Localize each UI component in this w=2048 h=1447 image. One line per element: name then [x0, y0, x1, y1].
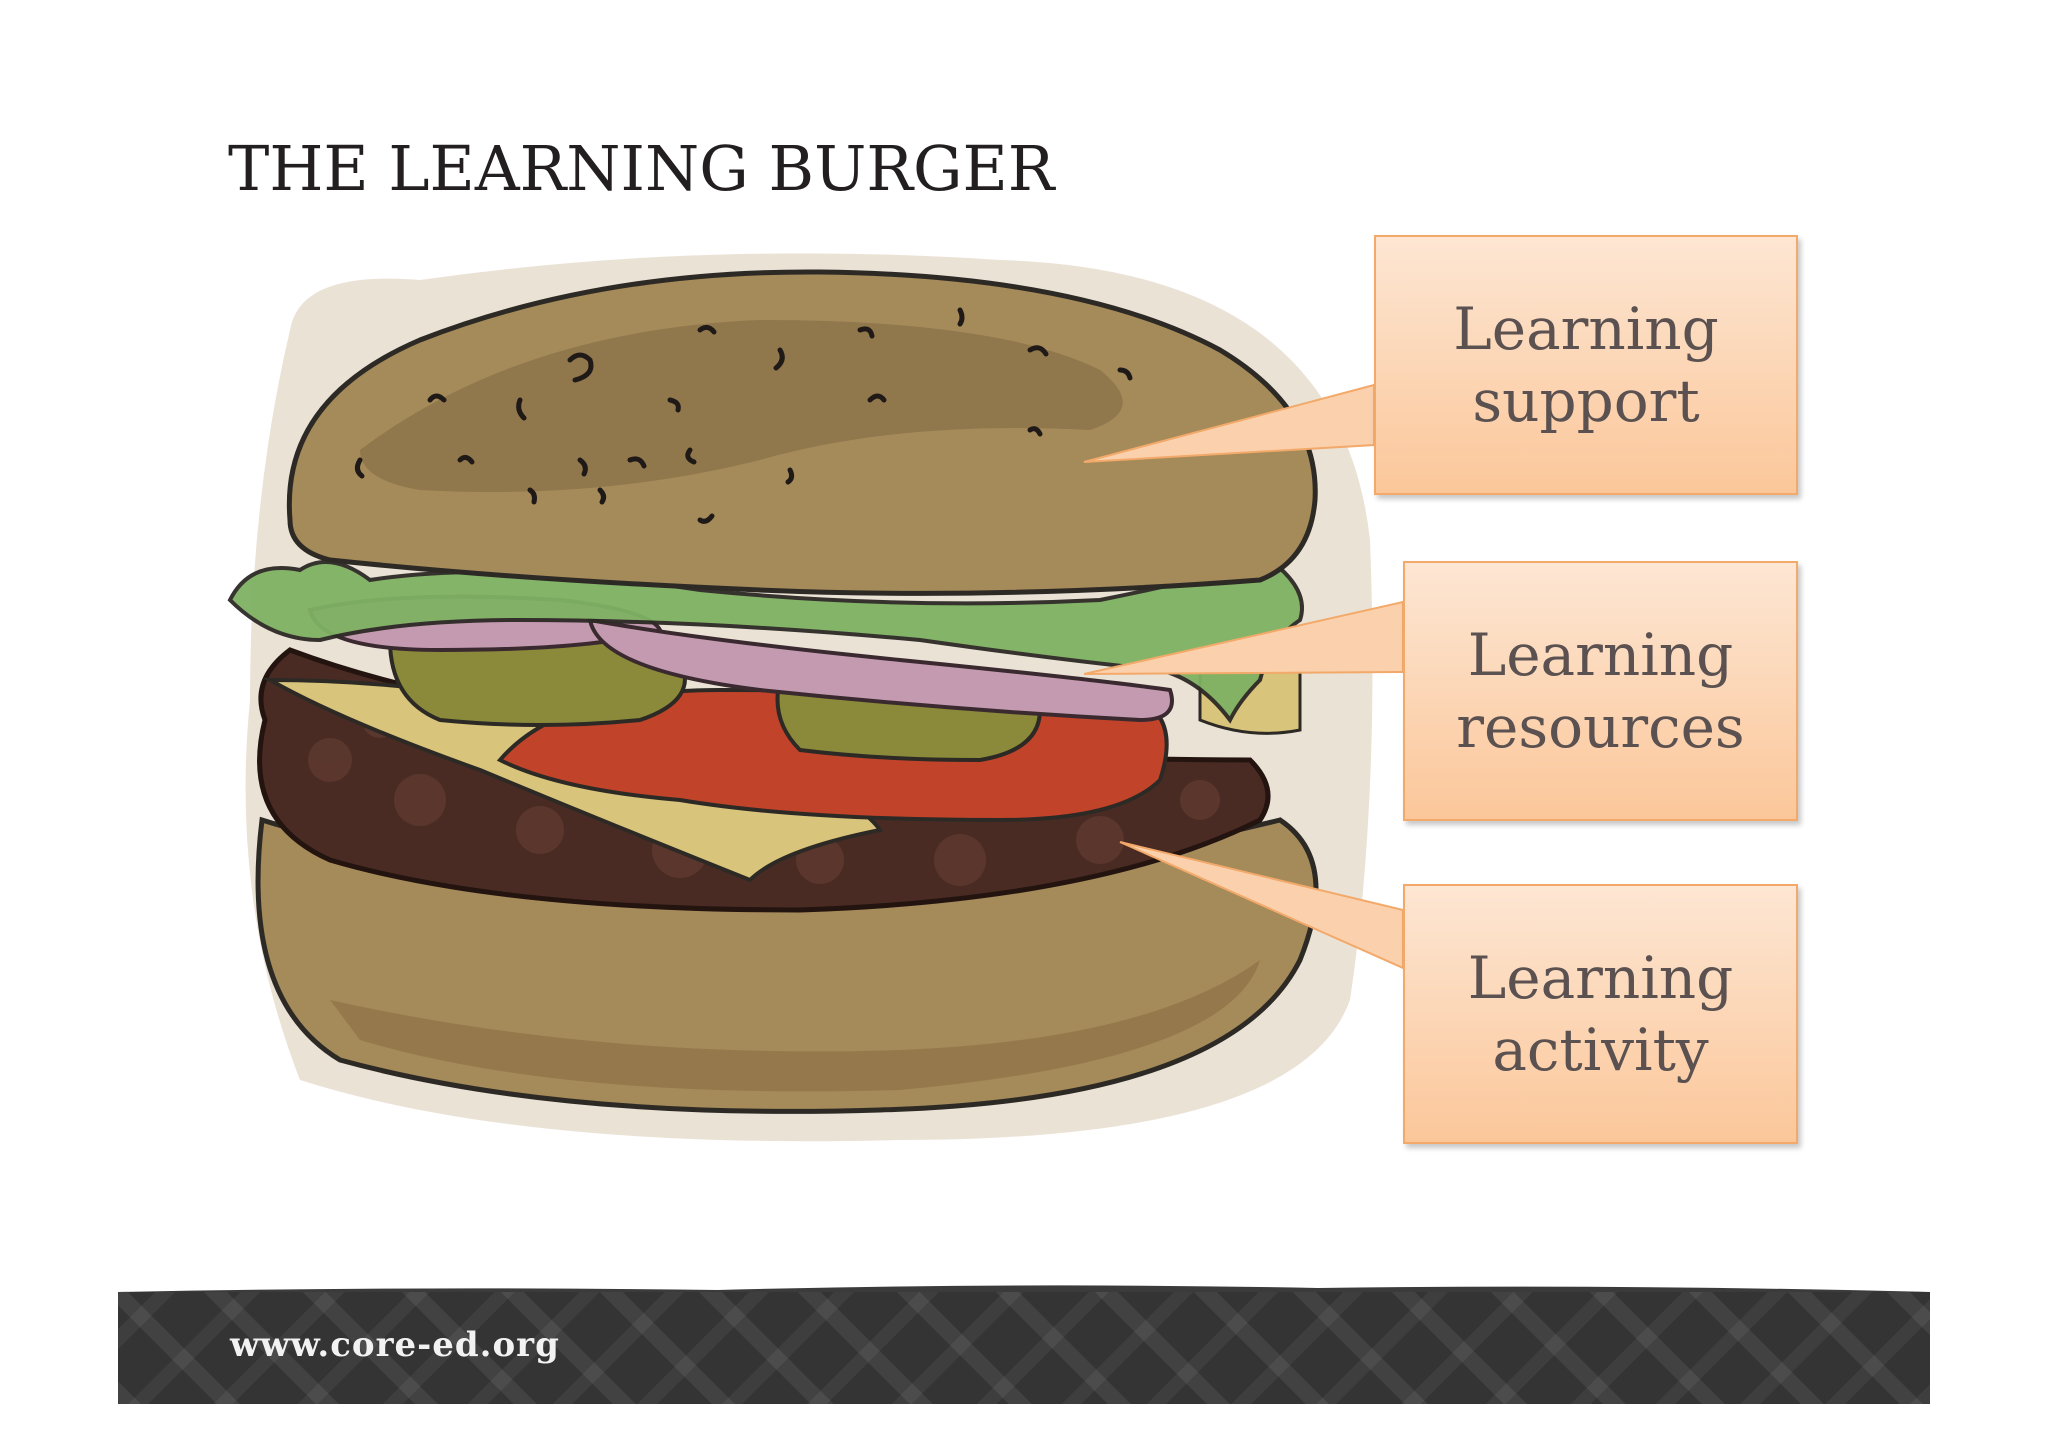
callout-label: Learning resources: [1456, 621, 1745, 761]
sesame-seeds: [354, 307, 1133, 524]
footer-url: www.core-ed.org: [230, 1325, 560, 1365]
callout-learning-activity: Learning activity: [1403, 884, 1798, 1144]
callout-learning-support: Learning support: [1374, 235, 1798, 495]
callout-pointers: [1083, 383, 1404, 970]
top-bun: [286, 269, 1318, 596]
footer-band: [118, 1292, 1930, 1404]
callout-learning-resources: Learning resources: [1403, 561, 1798, 821]
callout-label: Learning support: [1453, 295, 1719, 435]
slide-title: THE LEARNING BURGER: [228, 132, 1055, 205]
callout-label: Learning activity: [1467, 944, 1734, 1084]
